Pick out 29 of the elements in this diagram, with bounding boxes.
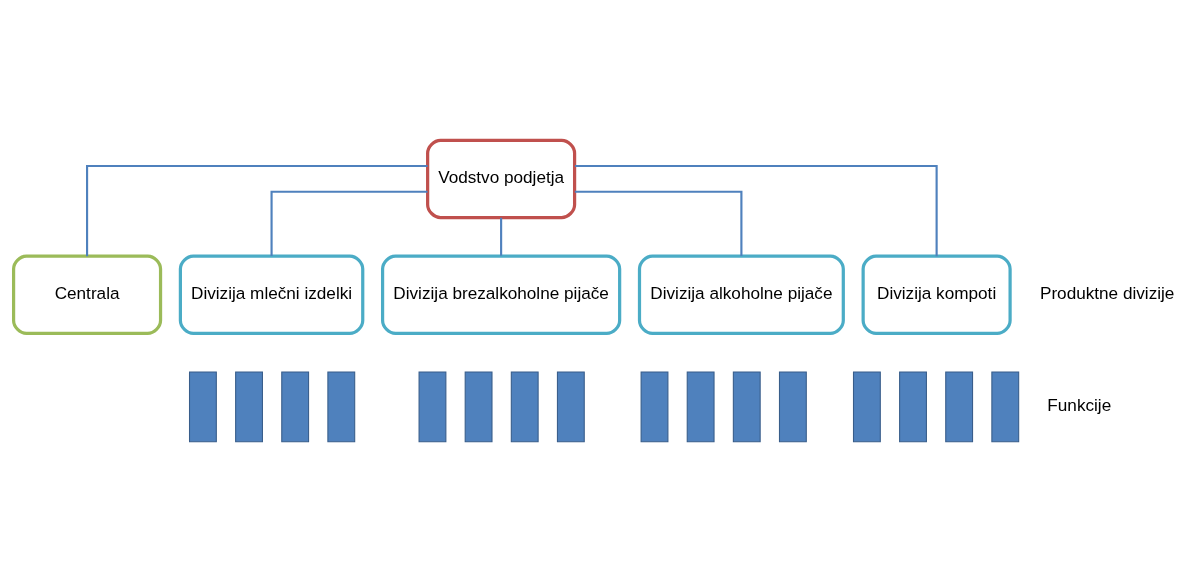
- node-bar: [686, 370, 715, 442]
- node-bar: [852, 370, 881, 442]
- node-bar: [418, 370, 447, 442]
- node-bar: [732, 370, 761, 442]
- node-box: Divizija alkoholne pijače: [637, 254, 845, 335]
- node-box: Divizija mlečni izdelki: [178, 254, 365, 335]
- node-bar: [556, 370, 585, 442]
- connector: [270, 190, 428, 256]
- node-bar: [778, 370, 807, 442]
- node-bar: [464, 370, 493, 442]
- connector: [86, 164, 428, 256]
- node-bar: [899, 370, 927, 442]
- node-bar: [945, 370, 974, 442]
- node-box: Divizija brezalkoholne pijače: [380, 254, 622, 335]
- node-box: Centrala: [12, 254, 163, 335]
- node-bar: [235, 370, 263, 442]
- node-bar: [327, 370, 356, 442]
- label: Funkcije: [1047, 394, 1112, 415]
- label: Produktne divizije: [1039, 282, 1175, 303]
- node-box: Vodstvo podjetja: [426, 138, 577, 219]
- connector: [500, 217, 503, 256]
- node-box: Divizija kompoti: [861, 254, 1012, 335]
- connector: [574, 190, 743, 256]
- node-bar: [188, 370, 217, 442]
- node-bar: [991, 370, 1020, 442]
- node-bar: [510, 370, 539, 442]
- node-bar: [640, 370, 669, 442]
- connector: [575, 164, 938, 256]
- node-bar: [281, 370, 310, 442]
